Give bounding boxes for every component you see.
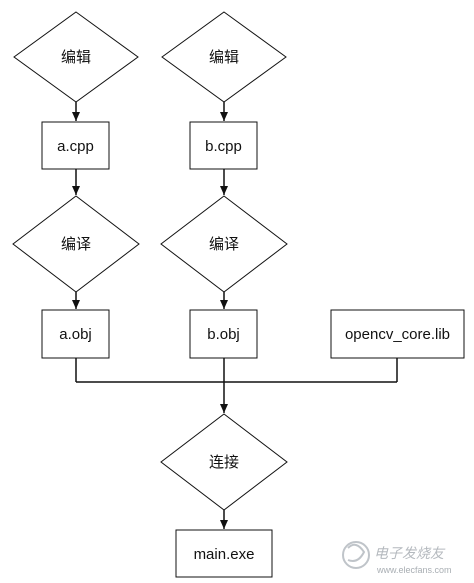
b-obj-node: b.obj — [189, 309, 258, 359]
compile-a-label: 编译 — [61, 235, 91, 253]
compile-a-node: 编译 — [12, 195, 140, 293]
output-node: main.exe — [175, 529, 273, 578]
compile-b-node: 编译 — [160, 195, 288, 293]
a-obj-node: a.obj — [41, 309, 110, 359]
edit-a-label: 编辑 — [61, 48, 91, 66]
merge-connector — [75, 358, 398, 383]
lib-label: opencv_core.lib — [345, 326, 450, 343]
b-cpp-node: b.cpp — [189, 121, 258, 170]
output-label: main.exe — [194, 546, 255, 563]
watermark-url: www.elecfans.com — [376, 565, 452, 575]
compile-b-label: 编译 — [209, 235, 239, 253]
b-obj-label: b.obj — [207, 326, 240, 343]
edit-a-node: 编辑 — [13, 11, 139, 103]
lib-node: opencv_core.lib — [330, 309, 465, 359]
b-cpp-label: b.cpp — [205, 138, 242, 155]
watermark-logo-icon — [342, 541, 370, 569]
a-cpp-node: a.cpp — [41, 121, 110, 170]
link-label: 连接 — [209, 453, 239, 471]
watermark-brand: 电子发烧友 — [374, 546, 446, 562]
watermark: 电子发烧友 www.elecfans.com — [342, 541, 452, 575]
a-cpp-label: a.cpp — [57, 138, 94, 155]
a-obj-label: a.obj — [59, 326, 92, 343]
edit-b-node: 编辑 — [161, 11, 287, 103]
edit-b-label: 编辑 — [209, 48, 239, 66]
link-node: 连接 — [160, 413, 288, 511]
